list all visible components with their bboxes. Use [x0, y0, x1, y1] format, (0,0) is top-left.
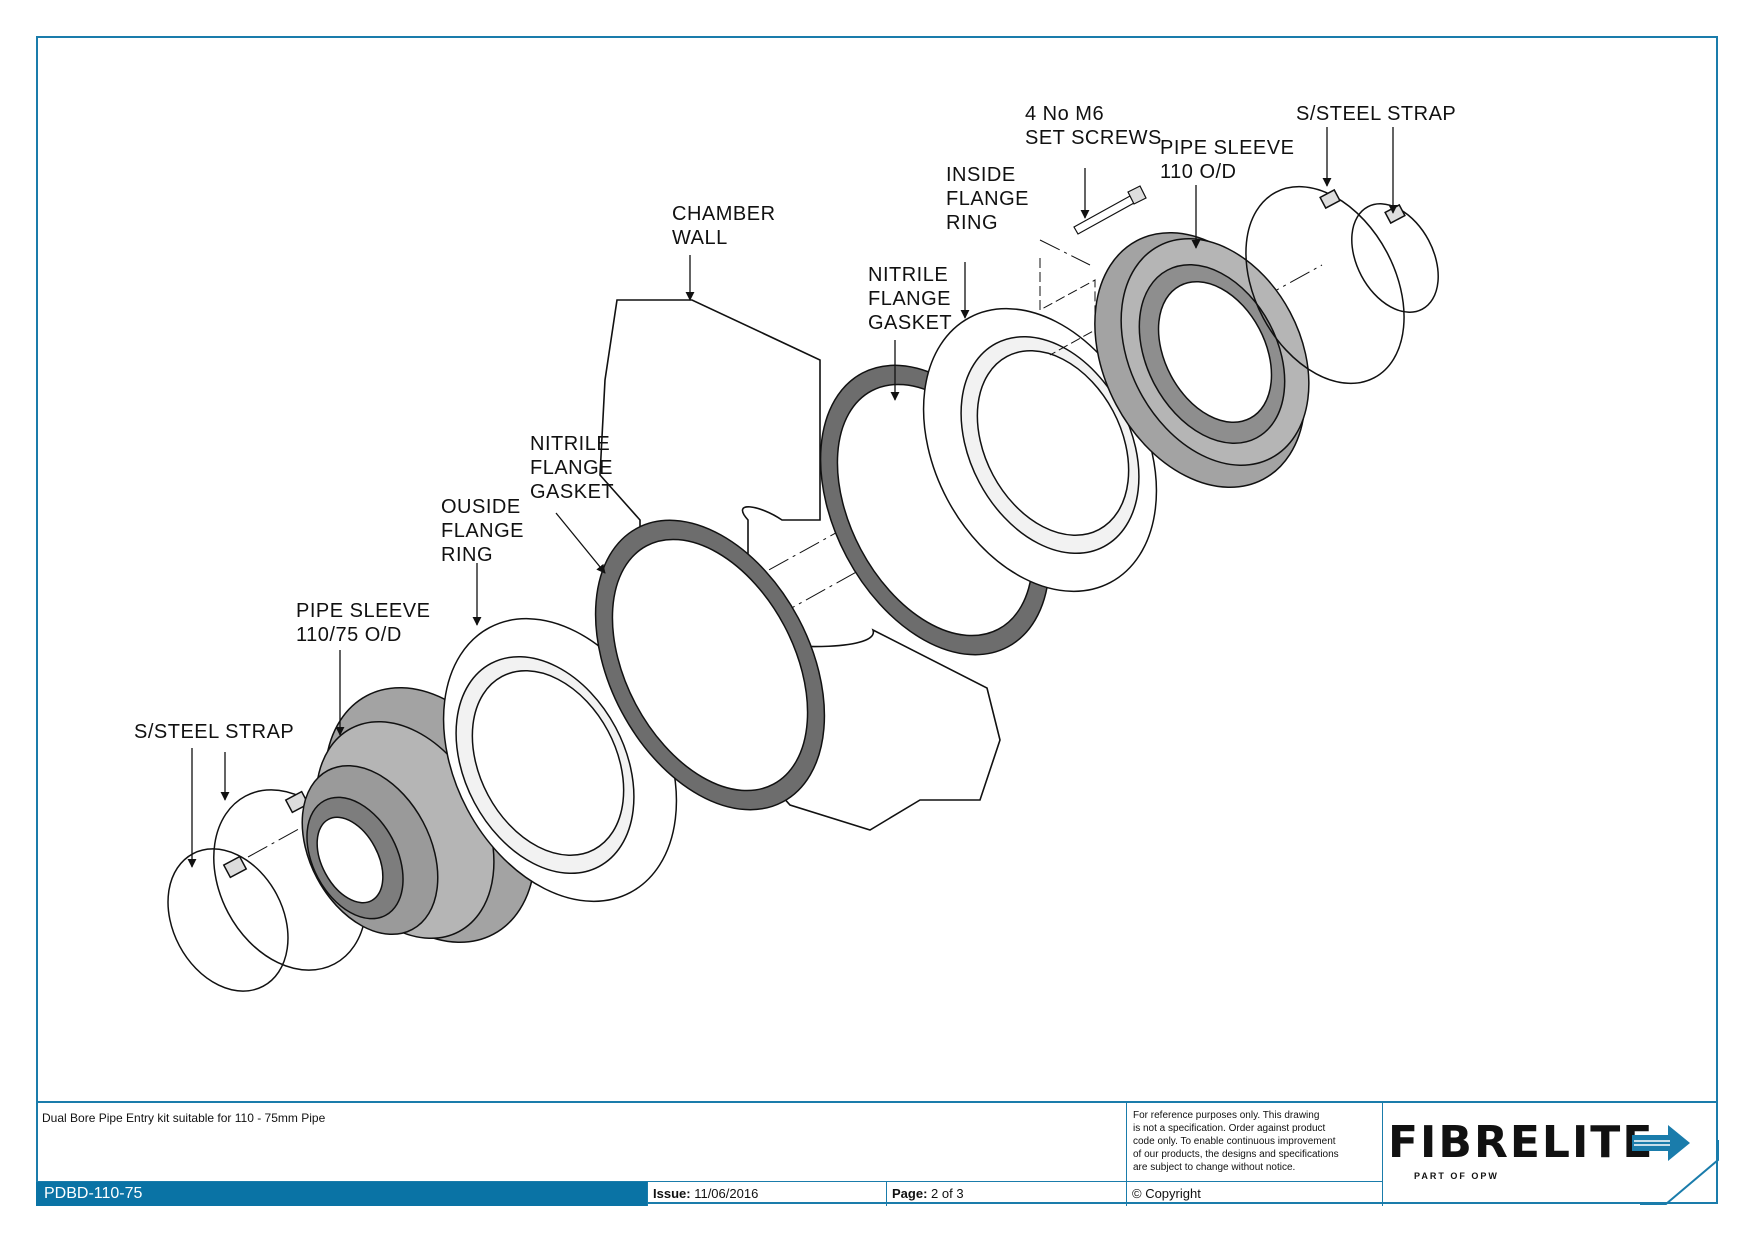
- title-block: Dual Bore Pipe Entry kit suitable for 11…: [36, 1101, 1718, 1206]
- inside-flange-ring: [922, 307, 1158, 593]
- strap-left: [167, 789, 367, 992]
- note-line: are subject to change without notice.: [1133, 1162, 1296, 1173]
- note-line: code only. To enable continuous improvem…: [1133, 1136, 1336, 1147]
- fibrelite-logo: FIBRELITE: [1388, 1117, 1655, 1168]
- tb-divider: [647, 1182, 648, 1206]
- issue-label: Issue:: [653, 1186, 691, 1201]
- screw-path: [1039, 258, 1096, 356]
- note-line: For reference purposes only. This drawin…: [1133, 1110, 1320, 1121]
- label-outside-ring-line3: RING: [441, 544, 493, 566]
- label-gasket-left-line1: NITRILE: [530, 433, 610, 455]
- label-screws-line2: SET SCREWS: [1025, 127, 1162, 149]
- label-outside-ring-line2: FLANGE: [441, 520, 524, 542]
- label-inside-ring-line1: INSIDE: [946, 164, 1016, 186]
- label-sleeve-right-line2: 110 O/D: [1160, 161, 1237, 183]
- pipe-sleeve-right: [1094, 231, 1310, 489]
- label-outside-ring-line1: OUSIDE: [441, 496, 521, 518]
- page-value: 2 of 3: [931, 1186, 964, 1201]
- label-inside-ring-line3: RING: [946, 212, 998, 234]
- tb-divider: [1126, 1103, 1127, 1182]
- label-chamber-line1: CHAMBER: [672, 203, 776, 225]
- label-gasket-left-line3: GASKET: [530, 481, 614, 503]
- copyright: © Copyright: [1132, 1186, 1201, 1201]
- label-strap-left: S/STEEL STRAP: [134, 721, 294, 743]
- tb-divider: [1382, 1103, 1383, 1206]
- label-sleeve-right-line1: PIPE SLEEVE: [1160, 137, 1294, 159]
- strap-right: [1245, 185, 1439, 385]
- page-label: Page:: [892, 1186, 928, 1201]
- leader-lines: [187, 127, 1398, 868]
- tb-divider: [886, 1182, 887, 1206]
- disclaimer-note: For reference purposes only. This drawin…: [1133, 1109, 1378, 1174]
- label-strap-right: S/STEEL STRAP: [1296, 103, 1456, 125]
- tb-divider: [1126, 1182, 1127, 1206]
- label-sleeve-left-line2: 110/75 O/D: [296, 624, 402, 646]
- label-screws-line1: 4 No M6: [1025, 103, 1104, 125]
- issue-value: 11/06/2016: [694, 1186, 759, 1201]
- nitrile-gasket-left: [594, 519, 826, 811]
- product-code: PDBD-110-75: [36, 1182, 647, 1206]
- label-gasket-right-line2: FLANGE: [868, 288, 951, 310]
- label-gasket-right-line1: NITRILE: [868, 264, 948, 286]
- tb-divider: [36, 1181, 1382, 1182]
- drawing-description: Dual Bore Pipe Entry kit suitable for 11…: [42, 1111, 326, 1125]
- label-gasket-right-line3: GASKET: [868, 312, 952, 334]
- page-cell: Page: 2 of 3: [886, 1182, 1126, 1206]
- note-line: is not a specification. Order against pr…: [1133, 1123, 1326, 1134]
- exploded-assembly-drawing: S/STEEL STRAP PIPE SLEEVE 110/75 O/D OUS…: [134, 103, 1456, 992]
- set-screw: [1073, 185, 1147, 235]
- note-line: of our products, the designs and specifi…: [1133, 1149, 1339, 1160]
- frame-corner: [1640, 1140, 1719, 1205]
- label-sleeve-left-line1: PIPE SLEEVE: [296, 600, 430, 622]
- label-gasket-left-line2: FLANGE: [530, 457, 613, 479]
- logo-arrow-icon: [1632, 1125, 1690, 1161]
- logo-subtitle: PART OF OPW: [1414, 1171, 1499, 1181]
- label-chamber-line2: WALL: [672, 227, 728, 249]
- drawing-frame: [36, 36, 1718, 1204]
- label-inside-ring-line2: FLANGE: [946, 188, 1029, 210]
- issue-cell: Issue: 11/06/2016: [647, 1182, 886, 1206]
